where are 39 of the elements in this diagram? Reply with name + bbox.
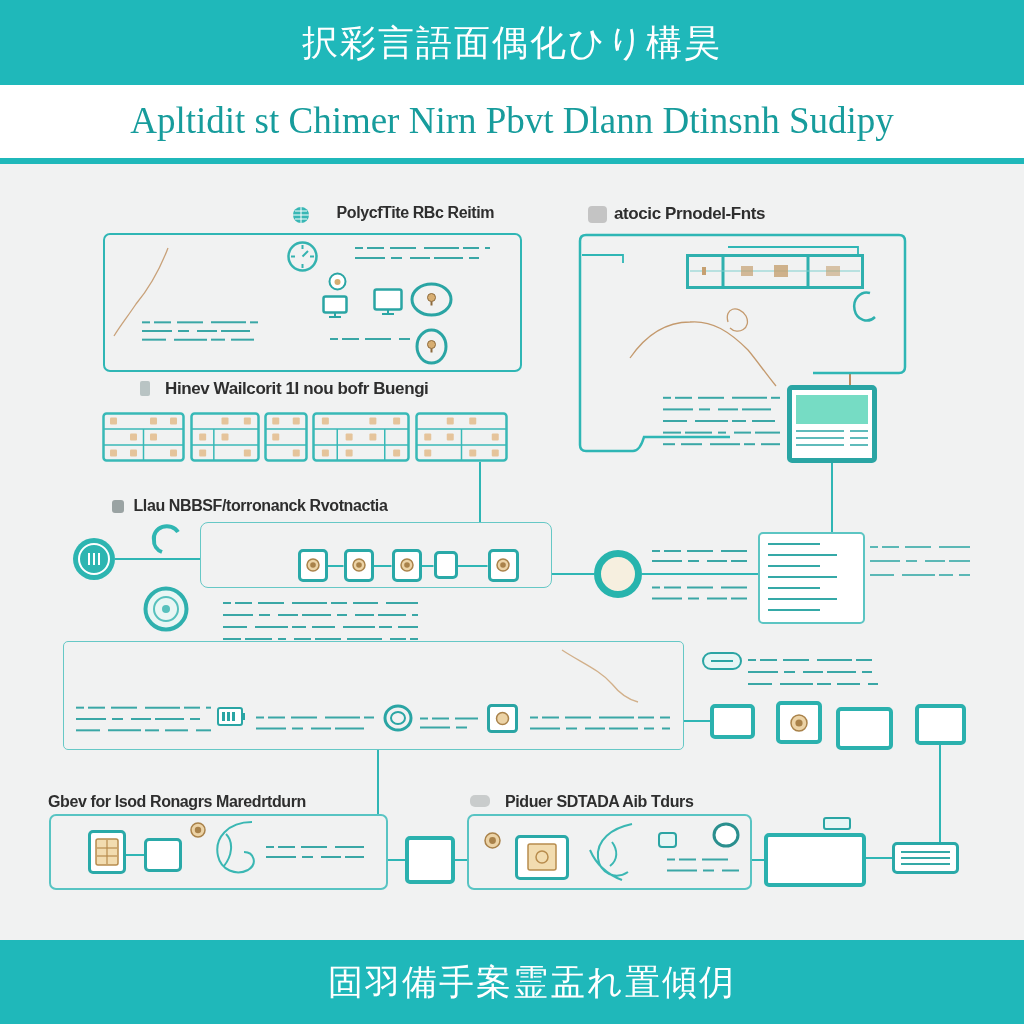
tile-box [710,704,755,739]
title: 択彩言語面偶化ひり構昊 [302,21,722,64]
screen-panel [787,385,877,463]
text-panel [892,842,959,874]
wide-box [764,833,866,887]
connector-line [372,565,393,567]
circle-node [73,538,115,580]
caption: 固羽備手案霊盂れ置傾仴 [328,961,736,1003]
connector-line [641,573,759,575]
subtitle: Apltidit st Chimer Nirn Pbvt Dlann Dtinsnh Sudipy [130,101,894,142]
connector-line [456,565,489,567]
connector-line [479,461,481,523]
section-heading: atocic Prnodel-Fnts [614,204,766,224]
connector-line [377,749,379,815]
connector-line [751,859,765,861]
connector-line [420,565,435,567]
connector-line [939,744,941,843]
section-heading: PolycfTite RBc Reitim [336,203,495,222]
tile-box [405,836,455,884]
section-heading: Piduer SDTADA Aib Tdurs [505,793,694,812]
section-heading: Hinev Wailcorit 1I nou bofr Buengi [165,379,429,399]
connector-line [831,462,833,533]
tile-box [915,704,966,745]
content-panel [63,641,684,750]
ring-node [594,550,642,598]
connector-line [387,859,406,861]
connector-line [125,854,145,856]
step-box [433,550,458,579]
section-heading: Llau NBBSF/torronanck Rvotnactia [133,496,388,515]
section-heading: Gbev for Isod Ronagrs Maredrtdurn [48,793,306,812]
connector-line [114,558,201,560]
text-panel [758,532,865,624]
connector-line [683,720,711,722]
tile-box [836,707,893,750]
connector-line [551,573,595,575]
connector-line [454,859,468,861]
connector-line [326,565,345,567]
connector-line [865,857,893,859]
step-box [144,838,182,872]
